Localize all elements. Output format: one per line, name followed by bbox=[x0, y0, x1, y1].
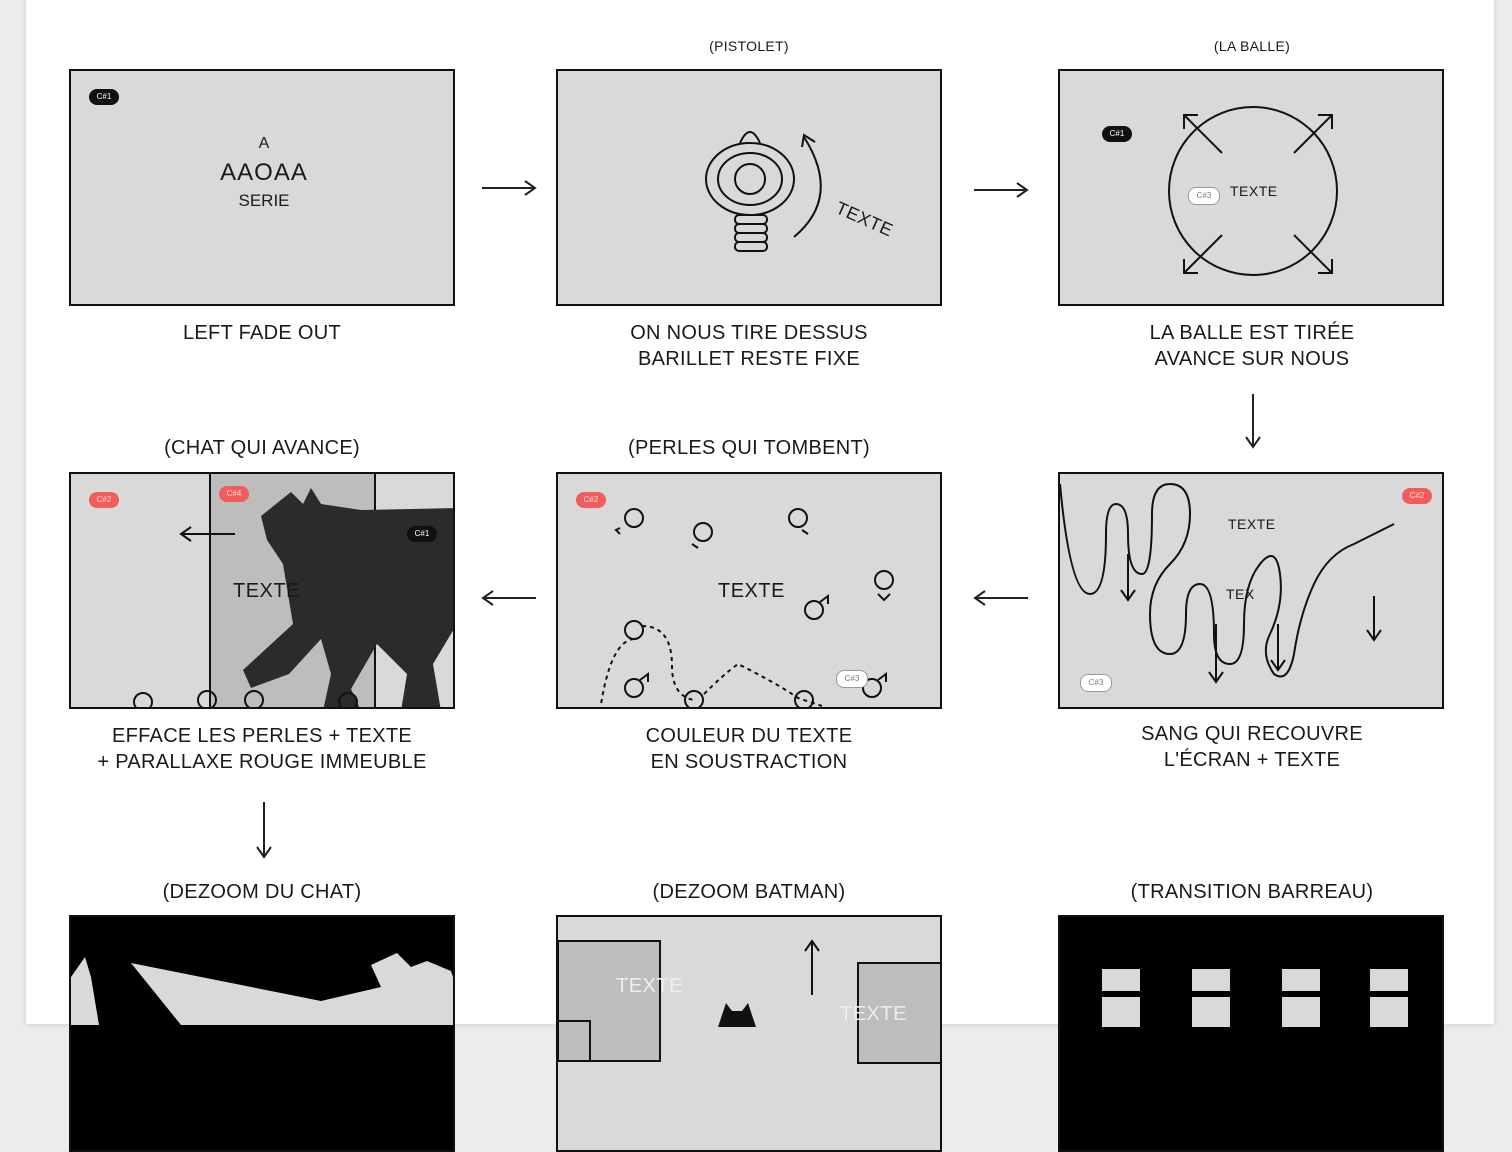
frame-pistolet[interactable]: TEXTE bbox=[556, 69, 942, 306]
title-la-balle: (LA BALLE) bbox=[1213, 38, 1291, 54]
camera-badge: C#3 bbox=[1080, 674, 1112, 692]
caption-on-nous-tire: ON NOUS TIRE DESSUS BARILLET RESTE FIXE bbox=[630, 322, 868, 370]
camera-badge: C#1 bbox=[89, 89, 119, 105]
arrow-left-icon bbox=[973, 590, 1028, 606]
arrow-down-icon bbox=[256, 802, 272, 859]
frame-text: TEXTE bbox=[1228, 516, 1276, 532]
frame-chat-qui-avance[interactable]: C#2 C#4 C#1 TEXTE bbox=[69, 472, 455, 709]
storyboard-page: C#1 A AAOAA SERIE LEFT FADE OUT (PISTOLE… bbox=[26, 0, 1494, 1152]
title-dezoom-batman: (DEZOOM BATMAN) bbox=[652, 881, 846, 903]
window-bars-icon bbox=[1102, 969, 1408, 1027]
batman-buildings-icon bbox=[558, 939, 940, 1064]
frame-text: TEXTE bbox=[616, 975, 683, 997]
camera-badge: C#2 bbox=[576, 492, 606, 508]
frame-text: TEXTE bbox=[840, 1003, 907, 1025]
title-line-a: A bbox=[258, 135, 270, 152]
title-pistolet: (PISTOLET) bbox=[709, 38, 789, 54]
frame-title-card[interactable]: C#1 A AAOAA SERIE bbox=[69, 69, 455, 306]
frame-perles-qui-tombent[interactable]: C#2 C#3 TEXTE bbox=[556, 472, 942, 709]
camera-badge: C#4 bbox=[219, 486, 249, 502]
blood-drip-icon bbox=[1060, 482, 1395, 684]
title-dezoom-du-chat: (DEZOOM DU CHAT) bbox=[162, 881, 362, 903]
frame-sang[interactable]: C#2 C#3 TEXTE TEX bbox=[1058, 472, 1444, 709]
arrow-right-icon bbox=[482, 180, 537, 196]
cat-closeup-icon bbox=[71, 953, 453, 1025]
caption-efface-les-perles: EFFACE LES PERLES + TEXTE + PARALLAXE RO… bbox=[97, 725, 427, 773]
frame-transition-barreau[interactable] bbox=[1058, 915, 1444, 1152]
frame-la-balle[interactable]: C#1 C#3 TEXTE bbox=[1058, 69, 1444, 306]
camera-badge: C#2 bbox=[1402, 488, 1432, 504]
arrow-right-icon bbox=[974, 182, 1029, 198]
camera-badge: C#2 bbox=[89, 492, 119, 508]
caption-sang-qui-recouvre: SANG QUI RECOUVRE L'ÉCRAN + TEXTE bbox=[1141, 723, 1363, 771]
camera-badge: C#3 bbox=[1188, 187, 1220, 205]
frame-dezoom-du-chat[interactable] bbox=[69, 915, 455, 1152]
caption-la-balle: LA BALLE EST TIRÉE AVANCE SUR NOUS bbox=[1149, 322, 1355, 370]
frame-text: TEXTE bbox=[233, 580, 300, 602]
revolver-cylinder-icon bbox=[705, 131, 822, 252]
camera-badge: C#3 bbox=[836, 670, 868, 688]
caption-left-fade-out: LEFT FADE OUT bbox=[182, 322, 341, 344]
title-chat-qui-avance: (CHAT QUI AVANCE) bbox=[164, 437, 360, 459]
camera-badge: C#1 bbox=[407, 526, 437, 542]
title-perles-qui-tombent: (PERLES QUI TOMBENT) bbox=[628, 437, 870, 459]
frame-text: TEX bbox=[1226, 586, 1255, 602]
frame-dezoom-batman[interactable]: TEXTE TEXTE bbox=[556, 915, 942, 1152]
falling-pearls-icon bbox=[599, 508, 894, 707]
caption-couleur-du-texte: COULEUR DU TEXTE EN SOUSTRACTION bbox=[645, 725, 853, 773]
title-line-c: SERIE bbox=[238, 191, 290, 210]
title-transition-barreau: (TRANSITION BARREAU) bbox=[1130, 881, 1374, 903]
frame-text: TEXTE bbox=[718, 580, 785, 602]
title-line-b: AAOAA bbox=[220, 159, 308, 186]
arrow-down-icon bbox=[1245, 394, 1261, 449]
arrow-left-icon bbox=[481, 590, 536, 606]
camera-badge: C#1 bbox=[1102, 126, 1132, 142]
frame-text: TEXTE bbox=[1230, 183, 1278, 199]
bullet-circle-icon bbox=[1168, 106, 1338, 276]
cat-silhouette-icon bbox=[133, 474, 453, 707]
